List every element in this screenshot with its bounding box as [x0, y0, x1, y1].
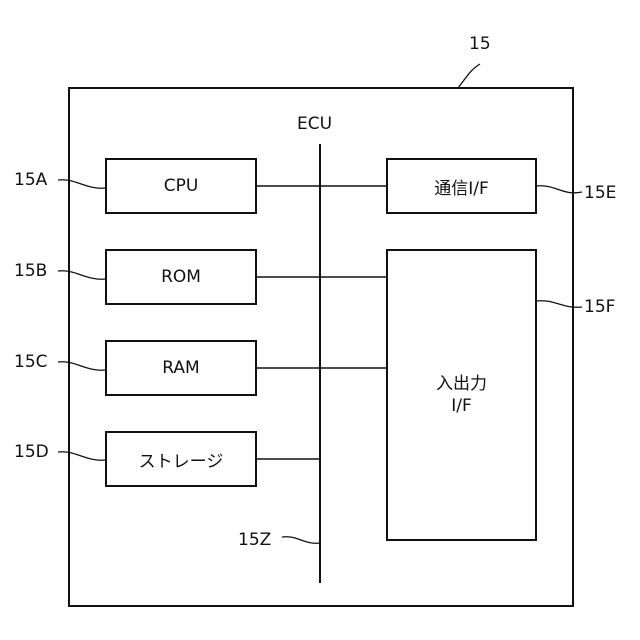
- rom-ref-label: 15B: [14, 261, 47, 281]
- unit-ref-label: 15: [469, 34, 491, 54]
- io-if-label-line1: 入出力: [436, 373, 487, 395]
- leader-15b: [58, 271, 106, 279]
- comm-if-block-label: 通信I/F: [387, 159, 536, 213]
- io-if-block-label: 入出力 I/F: [387, 250, 536, 540]
- leader-15e: [536, 186, 582, 193]
- io-if-label-line2: I/F: [451, 395, 472, 417]
- leader-15: [458, 64, 480, 88]
- leader-15a: [58, 180, 106, 188]
- storage-ref-label: 15D: [14, 442, 49, 462]
- ram-block-label: RAM: [106, 341, 256, 395]
- cpu-block-label: CPU: [106, 159, 256, 213]
- leader-15f: [536, 301, 582, 308]
- storage-block-label: ストレージ: [106, 432, 256, 486]
- comm-if-ref-label: 15E: [584, 183, 616, 203]
- rom-block-label: ROM: [106, 250, 256, 304]
- bus-ref-label: 15Z: [238, 530, 271, 550]
- leader-15d: [58, 452, 106, 460]
- leader-15z: [282, 537, 320, 544]
- cpu-ref-label: 15A: [14, 170, 47, 190]
- bus-label: ECU: [297, 114, 332, 134]
- ram-ref-label: 15C: [14, 352, 48, 372]
- io-if-ref-label: 15F: [584, 297, 615, 317]
- leader-15c: [58, 362, 106, 370]
